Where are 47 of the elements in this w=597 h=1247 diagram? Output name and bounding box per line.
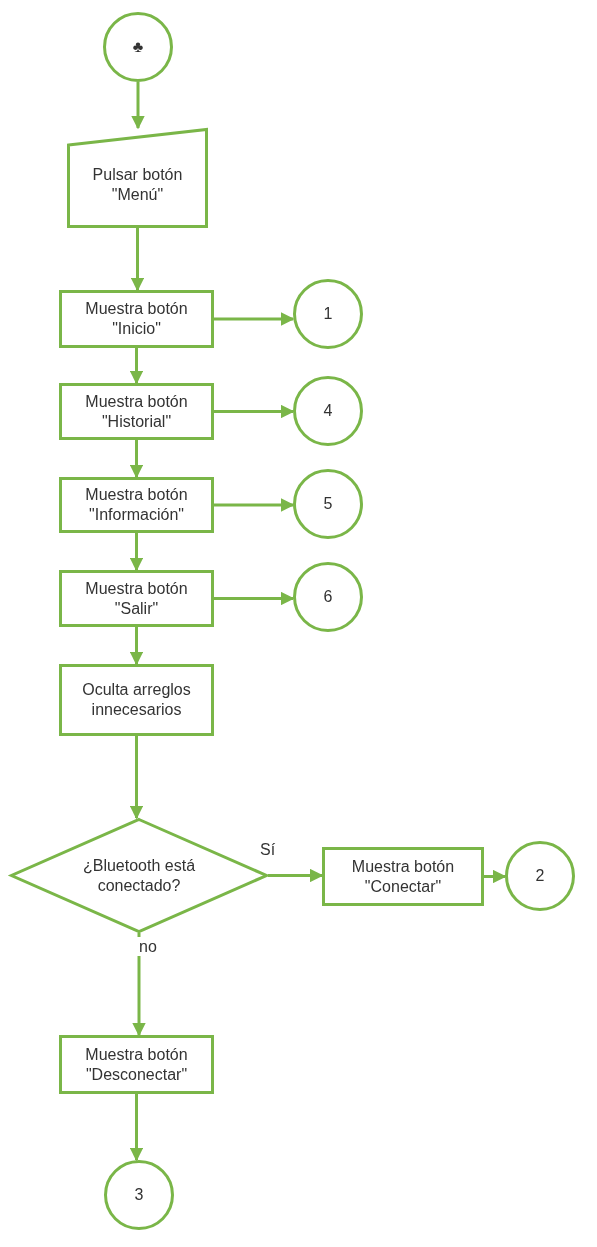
process-box <box>59 1035 214 1094</box>
node-label: 5 <box>323 494 333 514</box>
node-label: Muestra botón "Salir" <box>84 578 189 619</box>
node-label: ¿Bluetooth está conectado? <box>81 855 197 896</box>
arrow <box>129 440 144 479</box>
process-box <box>59 570 214 627</box>
arrow <box>484 869 507 884</box>
process-box <box>322 847 484 906</box>
process-box <box>59 477 214 533</box>
node-label: 3 <box>134 1185 144 1205</box>
arrow <box>214 404 295 419</box>
start-circle <box>103 12 173 82</box>
connector-circle <box>104 1160 174 1230</box>
connector-circle <box>293 562 363 632</box>
arrow <box>130 228 145 292</box>
arrow <box>131 82 145 130</box>
node-label: Oculta arreglos innecesarios <box>81 680 192 720</box>
node-label: Pulsar botón "Menú" <box>91 165 184 205</box>
arrow <box>129 348 144 385</box>
connector-circle <box>293 279 363 349</box>
node-label: 6 <box>323 587 333 607</box>
club-symbol: ♣ <box>132 37 144 57</box>
node-label: Muestra botón "Historial" <box>84 391 189 432</box>
node-label: 4 <box>323 401 333 421</box>
arrow <box>129 627 144 666</box>
arrow <box>129 1094 144 1162</box>
node-label: Muestra botón "Información" <box>84 485 189 525</box>
arrow <box>132 933 146 1037</box>
manual-input-shape <box>67 128 208 228</box>
node-label: Muestra botón "Desconectar" <box>84 1044 189 1085</box>
arrow <box>214 498 295 512</box>
arrow <box>214 591 295 606</box>
connector-circle <box>505 841 575 911</box>
node-label: 1 <box>323 304 333 324</box>
node-label: Muestra botón "Inicio" <box>84 299 189 339</box>
connector-circle <box>293 376 363 446</box>
arrow <box>268 868 324 883</box>
arrow <box>129 533 144 572</box>
connector-circle <box>293 469 363 539</box>
arrow <box>214 312 295 326</box>
process-box <box>59 664 214 736</box>
edge-label: no <box>137 937 159 957</box>
node-label: Muestra botón "Conectar" <box>350 856 456 897</box>
arrow <box>129 736 144 820</box>
process-box <box>59 290 214 348</box>
process-box <box>59 383 214 440</box>
node-label: 2 <box>535 866 545 886</box>
